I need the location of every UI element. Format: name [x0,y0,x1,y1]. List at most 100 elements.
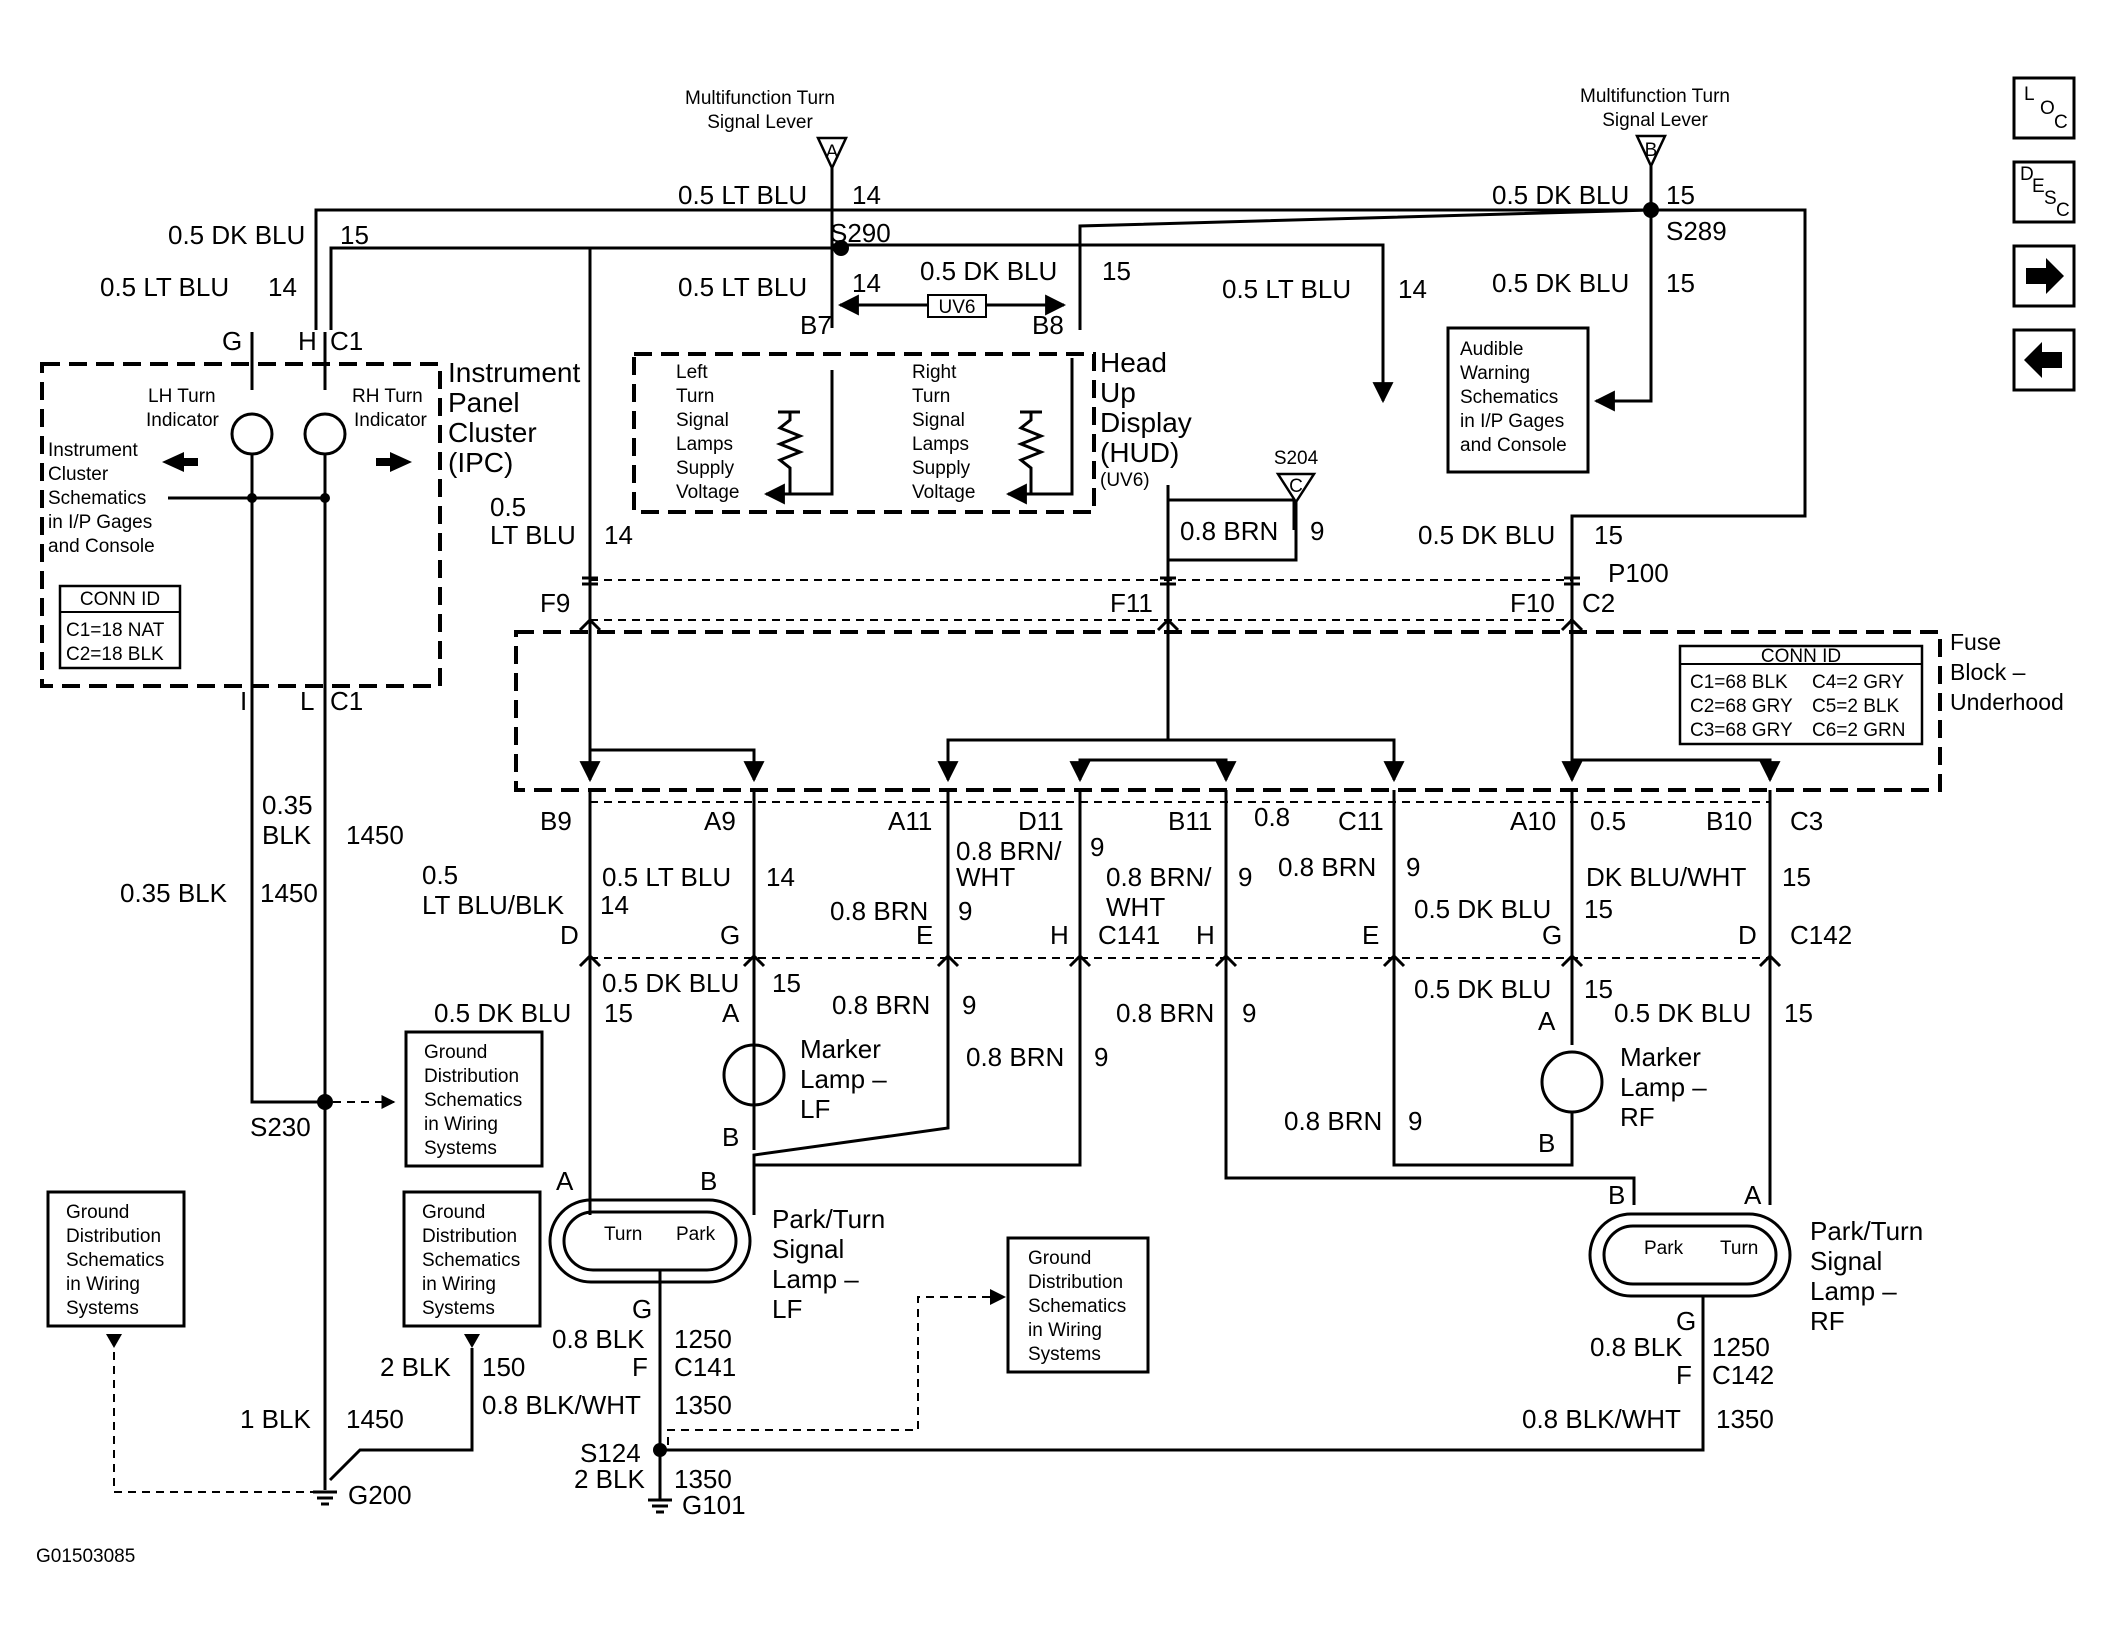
connector-b8: B8 [1032,310,1064,340]
connector-p100: P100 [1608,558,1669,588]
wire-number: 14 [604,520,633,550]
wire-label: 0.5 DK BLU [1414,974,1551,1004]
ground-dist-3-line-4: in Wiring [422,1274,496,1295]
splice-s289-dot [1643,202,1659,218]
connector-d: D [1738,920,1757,950]
connector-e: E [916,920,933,950]
hud-right-resistor-icon [1016,410,1046,494]
park-rf-label-1: Park/Turn [1810,1216,1923,1246]
desc-button[interactable]: D E S C [2012,160,2076,224]
ground-dist-box-2 [46,1190,186,1328]
wire-number: 14 [268,272,297,302]
hud-title-2: Up [1100,377,1136,408]
marker-lf-label-3: LF [800,1094,830,1124]
wire-label: 0.35 [262,790,313,820]
wire-number: 14 [600,890,629,920]
hud-title-1: Head [1100,347,1167,378]
wire-label: WHT [1106,892,1165,922]
connector-i: I [240,686,247,716]
wire-label: 1 BLK [240,1404,311,1434]
connector-e: E [1362,920,1379,950]
wire-label: 0.5 DK BLU [168,220,305,250]
wire-label: 0.8 BRN [1180,516,1278,546]
splice-s124-label: S124 [580,1438,641,1468]
audible-2: Warning [1460,363,1530,384]
connector-a11: A11 [888,806,932,836]
connector-g: G [720,920,740,950]
connector-b: B [722,1122,739,1152]
wire-number: 9 [1090,832,1104,862]
g200-group: 2 BLK 150 1 BLK 1450 G200 [240,1352,525,1510]
ipc-conn-c1: C1=18 NAT [66,620,165,641]
wire-number: 9 [1406,852,1420,882]
wire-number: 14 [1398,274,1427,304]
wire-label: 0.5 DK BLU [920,256,1057,286]
audible-warning-box [1446,326,1590,474]
park-lf-label-3: Lamp – [772,1264,859,1294]
wire-number: 15 [340,220,369,250]
fuse-conn-title: CONN ID [1761,646,1841,667]
loc-button[interactable]: L O C [2012,76,2076,140]
wire-label: 0.5 DK BLU [434,998,571,1028]
fuse-block-title-3: Underhood [1950,689,2064,715]
lh-indicator-label-1: LH Turn [148,386,216,407]
top-labels: 0.5 LT BLU 14 0.5 DK BLU 15 0.5 DK BLU 1… [100,180,1727,356]
lf-ground-run: G 0.8 BLK 1250 F C141 0.8 BLK/WHT 1350 S… [482,1294,1705,1520]
uv6-box [927,294,987,318]
ground-dist-3-arrow-icon [464,1334,480,1348]
marker-rf-bulb-icon [1540,1050,1604,1114]
left-arrow-icon [162,452,184,472]
splice-s204-icon [1275,472,1317,505]
ground-dist-1-line-5: Systems [424,1138,497,1159]
harness-labels: 0.5 LT BLU/BLK 14 0.5 LT BLU 14 0.8 BRN/… [422,832,1852,1136]
ipc-schem-1: Instrument [48,440,138,461]
wire-number: 14 [852,268,881,298]
nav-buttons: L O C D E S C [2012,76,2076,392]
connector-c142: C142 [1790,920,1852,950]
splice-s289-label: S289 [1666,216,1727,246]
wire-number: 1450 [346,820,404,850]
fuse-outputs: B9 A9 A11 D11 B11 0.8 C11 A10 0.5 B10 C3 [540,802,1823,836]
prev-button[interactable] [2012,328,2076,392]
switch-a: Multifunction Turn Signal Lever A [685,88,848,171]
wire-number: 15 [1666,268,1695,298]
connector-b9: B9 [540,806,572,836]
fuse-conn-c1: C1=68 BLK [1690,672,1788,693]
wire-number: 9 [1238,862,1252,892]
marker-rf-label-3: RF [1620,1102,1655,1132]
splice-s204-term: C [1289,476,1303,497]
wire-label: WHT [956,862,1015,892]
wire-label: 0.5 LT BLU [100,272,229,302]
ground-dist-4-line-1: Ground [1028,1248,1091,1269]
connector-markers [578,576,1782,968]
wire-number: 9 [958,896,972,926]
wire-number: 1350 [674,1464,732,1494]
wire-label: 0.8 BLK/WHT [482,1390,641,1420]
wire-label: 0.5 LT BLU [678,272,807,302]
hud-left-2: Turn [676,386,714,407]
wire-label: 0.8 BRN [830,896,928,926]
rh-indicator-bulb [303,412,347,456]
switch-b-icon [1635,134,1667,169]
connector-l: L [300,686,314,716]
wire-number: 15 [1782,862,1811,892]
next-button[interactable] [2012,244,2076,308]
figure-id: G01503085 [36,1546,135,1567]
wire-label: 0.8 BRN/ [1106,862,1212,892]
lh-indicator-bulb [230,412,274,456]
park-rf-label-4: RF [1810,1306,1845,1336]
connector-g: G [1542,920,1562,950]
park-lf-park-label: Park [676,1224,716,1245]
ipc-title-4: (IPC) [448,447,513,478]
wire-label: 0.8 BRN [1278,852,1376,882]
ipc-title-2: Panel [448,387,520,418]
connector-d: D [560,920,579,950]
wire-label: 0.8 BRN [1284,1106,1382,1136]
ipc-schem-2: Cluster [48,464,109,485]
park-lf-turn-label: Turn [604,1224,642,1245]
connector-a9: A9 [704,806,736,836]
desc-letter-c: C [2056,200,2070,221]
hud-left-1: Left [676,362,708,383]
rh-indicator-label-1: RH Turn [352,386,423,407]
connector-g: G [632,1294,652,1324]
